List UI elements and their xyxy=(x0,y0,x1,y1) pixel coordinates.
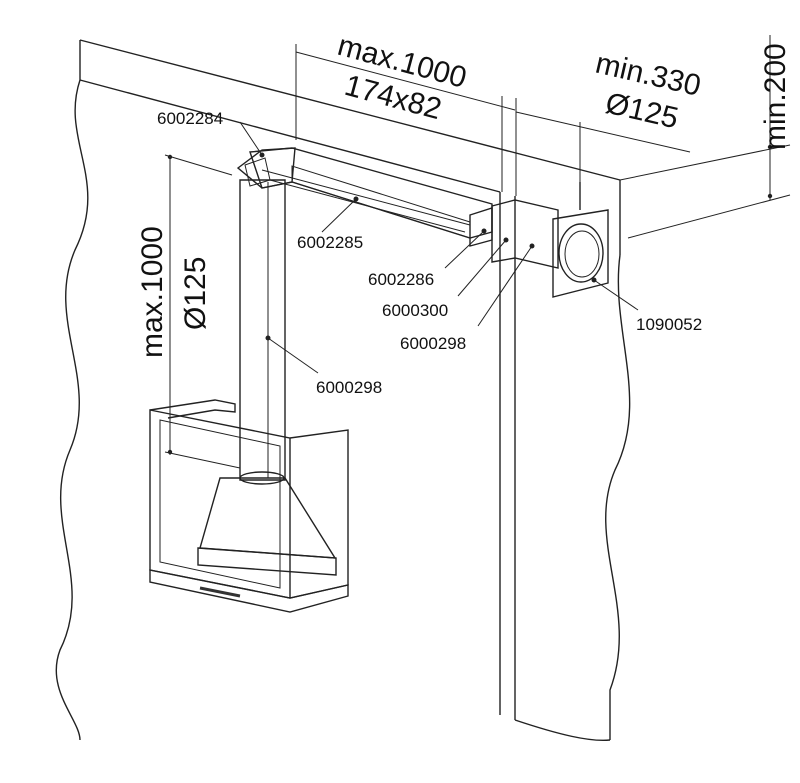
dim-vertical-ext-bottom xyxy=(164,451,241,469)
leader-dot xyxy=(529,243,535,249)
leader-dot xyxy=(591,277,597,283)
grille-opening xyxy=(558,223,604,283)
wall-top-edge xyxy=(79,79,501,193)
leader-bend-top xyxy=(239,121,263,156)
ceiling-edge xyxy=(79,39,621,181)
hood-top-lip xyxy=(149,399,236,419)
wall-sleeve xyxy=(491,199,559,269)
leader-sleeve xyxy=(457,239,507,297)
dim-horizontal-length xyxy=(295,51,516,111)
wall-grille xyxy=(552,209,609,298)
leader-dot xyxy=(259,152,265,158)
hood-glass-box xyxy=(149,409,349,599)
sleeve-body xyxy=(491,199,559,269)
hood-metal-base xyxy=(197,547,337,576)
hood xyxy=(149,399,349,613)
wall-cut-edge-left xyxy=(55,40,89,741)
leader-dot xyxy=(503,237,509,243)
duct-edge-line xyxy=(261,169,471,226)
dim-dot xyxy=(167,449,173,455)
part-label-bend-top: 6002284 xyxy=(157,109,223,128)
dim-clearance-ext-bottom xyxy=(627,194,791,239)
leader-grille xyxy=(593,279,639,311)
bend-top-face xyxy=(244,157,271,187)
leader-horizontal-duct xyxy=(321,198,357,233)
hood-base-plate xyxy=(149,569,349,613)
part-label-horizontal-duct: 6002285 xyxy=(297,233,363,252)
part-label-wall-pipe: 6000298 xyxy=(400,334,466,353)
dim-dot xyxy=(767,193,773,199)
hood-inner-frame xyxy=(159,419,281,589)
wall-outline xyxy=(55,39,631,742)
bend-top xyxy=(236,147,296,189)
hood-handle xyxy=(199,586,241,598)
leader-wall-pipe xyxy=(477,245,533,327)
dim-dot xyxy=(767,144,773,150)
duct-body xyxy=(249,147,493,239)
leader-dot xyxy=(481,228,487,234)
leader-dot xyxy=(353,196,359,202)
part-label-wall-grille: 1090052 xyxy=(636,315,702,334)
leader-dot xyxy=(265,335,271,341)
part-label-adapter: 6002286 xyxy=(368,270,434,289)
dim-clearance-ext-top xyxy=(619,144,791,181)
horizontal-duct xyxy=(236,147,493,247)
leader-adapter xyxy=(444,230,485,269)
wall-bottom-edge xyxy=(514,719,611,742)
dim-vertical-length-label: max.1000 xyxy=(136,226,169,358)
part-label-vertical-pipe: 6000298 xyxy=(316,378,382,397)
dim-vertical-ext-top xyxy=(164,154,233,176)
dim-vertical-diameter-label: Ø125 xyxy=(179,257,212,330)
hood-metal-body xyxy=(199,477,337,559)
pipe-body xyxy=(239,179,286,481)
dim-dot xyxy=(167,154,173,160)
grille-inner-ring xyxy=(564,230,600,278)
part-label-wall-sleeve: 6000300 xyxy=(382,301,448,320)
leader-lines xyxy=(239,121,639,374)
adapter-piece xyxy=(469,207,493,247)
dim-height-clearance-label: min.200 xyxy=(759,43,792,150)
dim-wall-depth xyxy=(515,111,691,153)
grille-plate xyxy=(552,209,609,298)
dimension-lines xyxy=(164,35,791,469)
leader-vertical-pipe xyxy=(267,337,319,374)
wall-cut-edge-right xyxy=(605,254,631,740)
